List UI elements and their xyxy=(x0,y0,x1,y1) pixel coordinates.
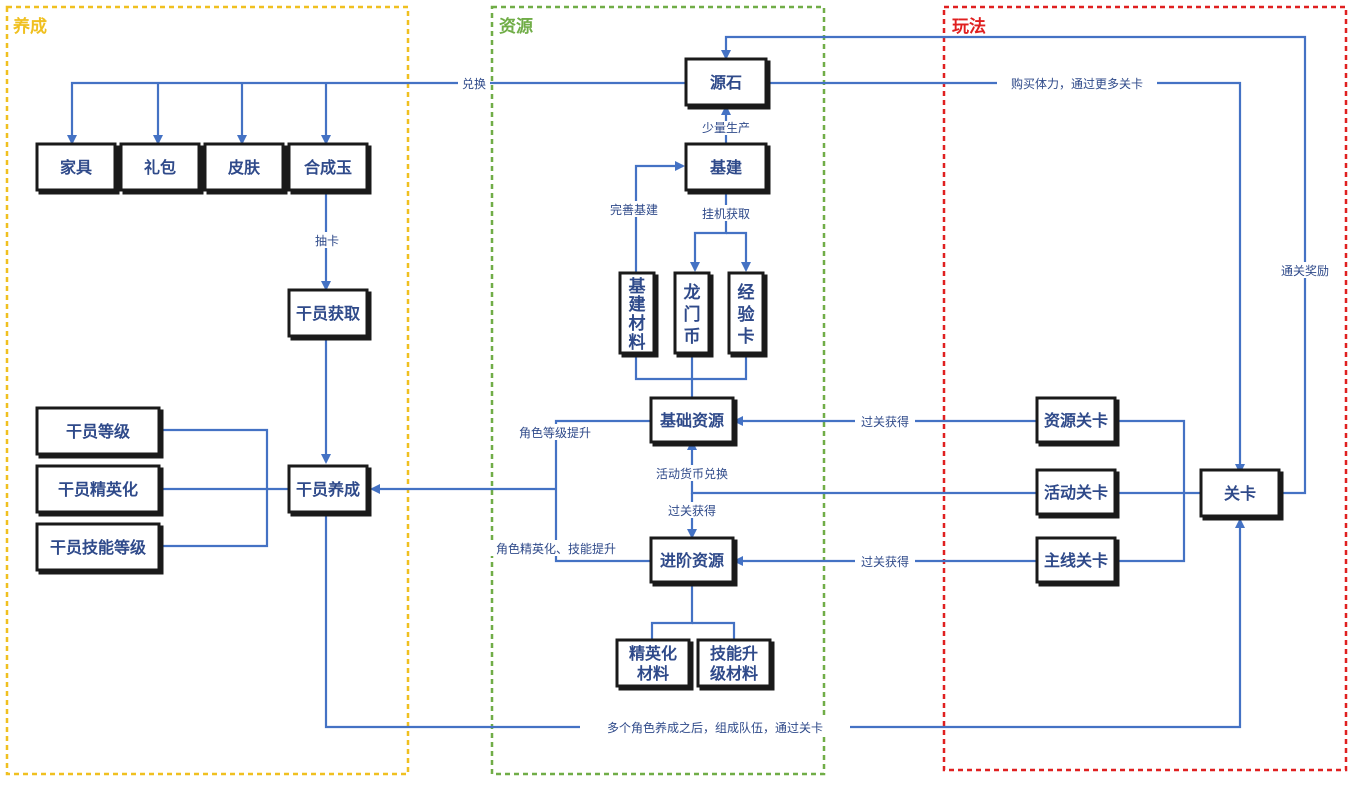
svg-text:龙: 龙 xyxy=(683,282,701,303)
svg-text:合成玉: 合成玉 xyxy=(304,158,352,177)
svg-text:干员技能等级: 干员技能等级 xyxy=(50,538,147,557)
label-small-prod: 少量生产 xyxy=(701,121,751,135)
node-op-acquire: 干员获取 xyxy=(287,288,372,341)
label-clear-get-1: 过关获得 xyxy=(855,413,915,429)
node-pack: 礼包 xyxy=(119,142,204,195)
label-clear-reward: 通关奖励 xyxy=(1275,262,1335,278)
svg-text:币: 币 xyxy=(684,327,701,347)
svg-text:角色等级提升: 角色等级提升 xyxy=(519,425,591,440)
svg-text:过关获得: 过关获得 xyxy=(668,503,716,518)
edge-adv-elite xyxy=(650,585,694,640)
svg-text:料: 料 xyxy=(629,332,646,353)
edge-exchange xyxy=(67,81,685,145)
label-idle-get: 挂机获取 xyxy=(694,205,758,221)
node-skill-material: 技能升 级材料 xyxy=(696,638,775,691)
svg-text:角色精英化、技能提升: 角色精英化、技能提升 xyxy=(496,541,616,556)
label-elite-skill: 角色精英化、技能提升 xyxy=(483,540,629,556)
node-elite-material: 精英化 材料 xyxy=(615,638,694,691)
svg-text:少量生产: 少量生产 xyxy=(702,121,750,135)
svg-text:皮肤: 皮肤 xyxy=(227,158,261,177)
edge-clear-reward xyxy=(721,35,1307,495)
svg-text:过关获得: 过关获得 xyxy=(861,414,909,429)
svg-text:基建: 基建 xyxy=(709,158,742,177)
svg-text:卡: 卡 xyxy=(738,326,755,347)
node-op-skill: 干员技能等级 xyxy=(35,522,164,575)
svg-text:礼包: 礼包 xyxy=(144,158,176,177)
node-basic-resources: 基础资源 xyxy=(649,396,738,447)
svg-text:基: 基 xyxy=(628,276,647,297)
svg-text:挂机获取: 挂机获取 xyxy=(702,207,750,221)
svg-text:兑换: 兑换 xyxy=(462,77,486,91)
svg-text:抽卡: 抽卡 xyxy=(315,234,339,248)
svg-text:多个角色养成之后，组成队伍，通过关卡: 多个角色养成之后，组成队伍，通过关卡 xyxy=(607,720,823,735)
svg-text:精英化: 精英化 xyxy=(629,644,677,663)
region-gameplay: 玩法 xyxy=(942,5,1348,772)
node-base-material: 基 建 材 料 xyxy=(618,271,659,358)
label-level-up: 角色等级提升 xyxy=(510,424,600,440)
svg-text:技能升: 技能升 xyxy=(710,644,758,663)
edge-res-bracket xyxy=(554,419,650,563)
node-op-level: 干员等级 xyxy=(35,406,164,459)
node-stage: 关卡 xyxy=(1199,468,1284,521)
node-lmd: 龙 门 币 xyxy=(673,271,714,358)
edge-idle-exp xyxy=(726,231,751,272)
svg-text:主线关卡: 主线关卡 xyxy=(1044,551,1108,570)
svg-text:通关奖励: 通关奖励 xyxy=(1281,264,1329,278)
label-buy-stamina: 购买体力，通过更多关卡 xyxy=(997,75,1157,91)
svg-text:完善基建: 完善基建 xyxy=(610,202,658,217)
node-advanced-resources: 进阶资源 xyxy=(649,536,738,587)
svg-text:过关获得: 过关获得 xyxy=(861,554,909,569)
svg-text:材: 材 xyxy=(629,313,646,334)
node-resource-stage: 资源关卡 xyxy=(1035,396,1120,447)
edge-adv-skill xyxy=(692,621,736,640)
svg-text:级材料: 级材料 xyxy=(710,664,758,683)
region-resources-title: 资源 xyxy=(499,16,533,37)
svg-text:源石: 源石 xyxy=(710,73,742,92)
edge-event-exchange xyxy=(687,440,1036,495)
svg-text:资源关卡: 资源关卡 xyxy=(1044,411,1108,430)
svg-text:经: 经 xyxy=(738,282,755,303)
region-gameplay-title: 玩法 xyxy=(952,16,986,37)
region-cultivate: 养成 xyxy=(5,5,410,776)
node-originium: 源石 xyxy=(684,57,771,110)
node-event-stage: 活动关卡 xyxy=(1035,468,1120,519)
label-improve-base: 完善基建 xyxy=(603,201,665,217)
node-base: 基建 xyxy=(684,142,771,195)
region-resources: 资源 xyxy=(490,5,826,776)
node-op-elite: 干员精英化 xyxy=(35,464,164,517)
label-clear-get-2: 过关获得 xyxy=(662,502,722,518)
svg-text:干员养成: 干员养成 xyxy=(296,480,360,499)
svg-text:活动货币兑换: 活动货币兑换 xyxy=(656,466,728,481)
label-clear-get-3: 过关获得 xyxy=(855,553,915,569)
svg-text:门: 门 xyxy=(684,304,701,325)
svg-text:进阶资源: 进阶资源 xyxy=(660,551,724,570)
svg-text:基础资源: 基础资源 xyxy=(659,411,724,430)
svg-text:活动关卡: 活动关卡 xyxy=(1044,483,1108,502)
svg-text:干员获取: 干员获取 xyxy=(296,304,360,323)
svg-text:干员精英化: 干员精英化 xyxy=(58,480,138,499)
svg-text:验: 验 xyxy=(738,304,756,325)
edge-improve-base xyxy=(634,161,685,272)
region-cultivate-title: 养成 xyxy=(12,16,47,37)
node-orundum: 合成玉 xyxy=(287,142,372,195)
edge-stage-bracket xyxy=(1117,419,1186,563)
svg-text:材料: 材料 xyxy=(637,664,669,683)
node-skin: 皮肤 xyxy=(203,142,288,195)
label-exchange: 兑换 xyxy=(458,75,490,91)
svg-text:家具: 家具 xyxy=(60,158,92,177)
edge-idle-lmd xyxy=(690,192,728,272)
label-gacha: 抽卡 xyxy=(312,232,342,248)
svg-text:购买体力，通过更多关卡: 购买体力，通过更多关卡 xyxy=(1011,76,1143,91)
node-exp-card: 经 验 卡 xyxy=(727,271,768,358)
node-op-train: 干员养成 xyxy=(287,464,372,517)
node-main-stage: 主线关卡 xyxy=(1035,536,1120,587)
svg-text:关卡: 关卡 xyxy=(1224,484,1256,503)
svg-text:建: 建 xyxy=(629,294,646,315)
node-furniture: 家具 xyxy=(35,142,120,195)
label-event-exchange: 活动货币兑换 xyxy=(645,465,739,481)
label-team: 多个角色养成之后，组成队伍，通过关卡 xyxy=(580,719,850,735)
svg-text:干员等级: 干员等级 xyxy=(66,422,131,441)
edge-buy-stamina xyxy=(767,81,1245,474)
